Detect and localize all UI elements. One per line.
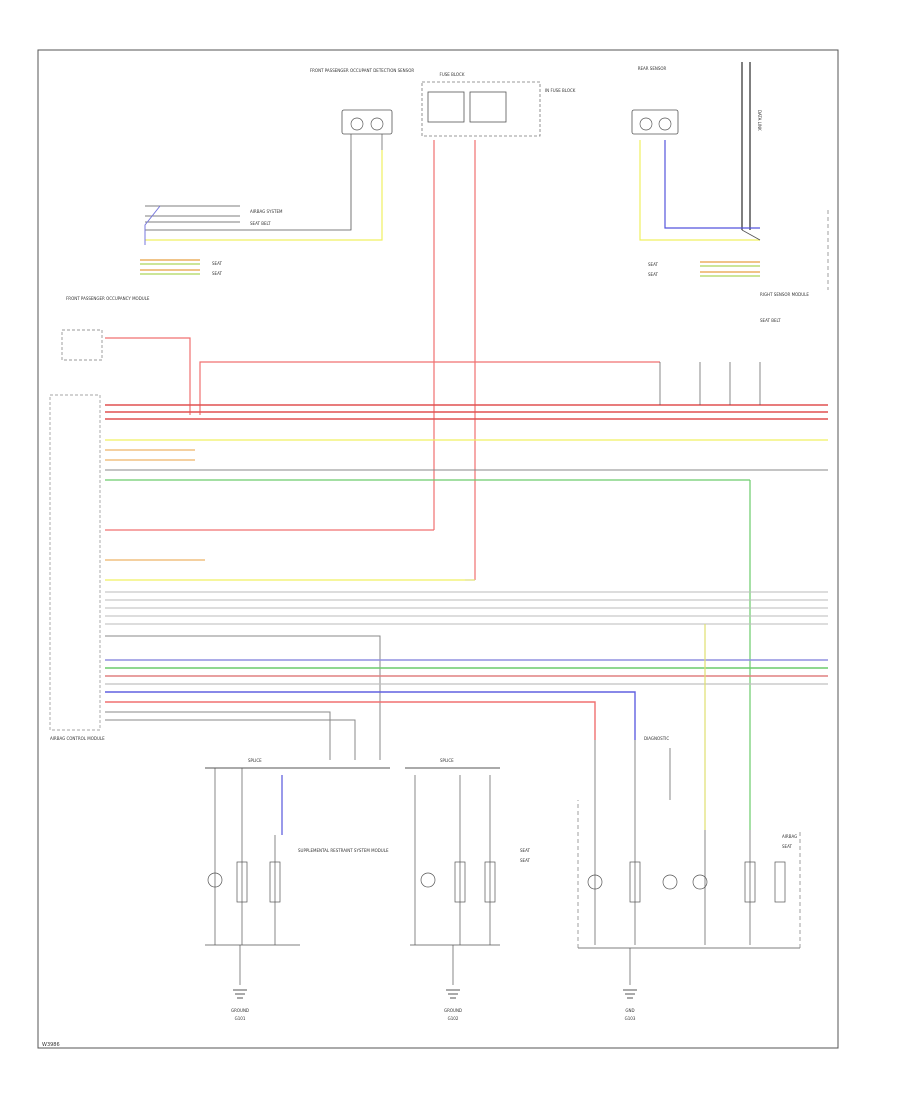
left-module-label: SUPPLEMENTAL RESTRAINT SYSTEM MODULE — [298, 848, 389, 853]
mid-ground-label: GROUND — [444, 1008, 462, 1013]
right-ground-sub: G103 — [625, 1016, 636, 1021]
ground-icon — [446, 989, 460, 999]
mid-ground-sub: G102 — [448, 1016, 459, 1021]
right-module-sub: SEAT BELT — [760, 318, 781, 323]
data-link-label: DATA LINK — [757, 110, 762, 131]
seat-mid-2: SEAT — [520, 858, 530, 863]
junction-1-label: SPLICE — [248, 758, 262, 763]
link-right-2: SEAT — [782, 844, 792, 849]
ground-icon — [623, 989, 637, 999]
junction-2-label: SPLICE — [440, 758, 454, 763]
middle-junction: SPLICE SEAT SEAT — [405, 758, 530, 946]
front-module: FRONT PASSENGER OCCUPANCY MODULE — [61, 296, 150, 361]
link-left-2: SEAT BELT — [250, 221, 271, 226]
mid-ground: GROUND G102 — [444, 945, 462, 1021]
right-module-group: DIAGNOSTIC AIRBAG SEAT — [577, 736, 801, 949]
left-ground: GROUND G101 — [231, 945, 249, 1021]
right-ground: GND G103 — [623, 948, 637, 1021]
left-ground-sub: G101 — [235, 1016, 246, 1021]
fuse-block-label: FUSE BLOCK — [440, 72, 465, 77]
control-module-label: AIRBAG CONTROL MODULE — [50, 736, 105, 741]
fuse-block-sublabel: IN FUSE BLOCK — [545, 88, 576, 93]
seat-right-2: SEAT — [648, 272, 658, 277]
seat-right-1: SEAT — [648, 262, 658, 267]
front-sensor: FRONT PASSENGER OCCUPANT DETECTION SENSO… — [310, 68, 415, 150]
control-module: AIRBAG CONTROL MODULE — [49, 394, 105, 741]
seat-left-2: SEAT — [212, 271, 222, 276]
right-module-label: RIGHT SENSOR MODULE — [760, 292, 809, 297]
front-module-label: FRONT PASSENGER OCCUPANCY MODULE — [66, 296, 150, 301]
rear-sensor-label: REAR SENSOR — [638, 66, 667, 71]
link-left-1: AIRBAG SYSTEM — [250, 209, 283, 214]
seat-left-1: SEAT — [212, 261, 222, 266]
footer-code: W3986 — [42, 1042, 60, 1048]
right-module: RIGHT SENSOR MODULE SEAT BELT — [760, 292, 809, 323]
left-ground-label: GROUND — [231, 1008, 249, 1013]
left-junction: SPLICE SUPPLEMENTAL RESTRAINT SYSTEM MOD… — [205, 758, 390, 946]
diagnostic-label: DIAGNOSTIC — [644, 736, 669, 741]
right-ground-label: GND — [625, 1008, 634, 1013]
diagram-border — [37, 49, 839, 1049]
front-sensor-label: FRONT PASSENGER OCCUPANT DETECTION SENSO… — [310, 68, 415, 73]
seat-mid-1: SEAT — [520, 848, 530, 853]
fuse-block: FUSE BLOCK IN FUSE BLOCK — [421, 72, 576, 137]
data-link-wires: DATA LINK — [741, 62, 762, 230]
rear-sensor: REAR SENSOR — [631, 66, 679, 135]
ground-icon — [233, 989, 247, 999]
link-right-1: AIRBAG — [782, 834, 797, 839]
